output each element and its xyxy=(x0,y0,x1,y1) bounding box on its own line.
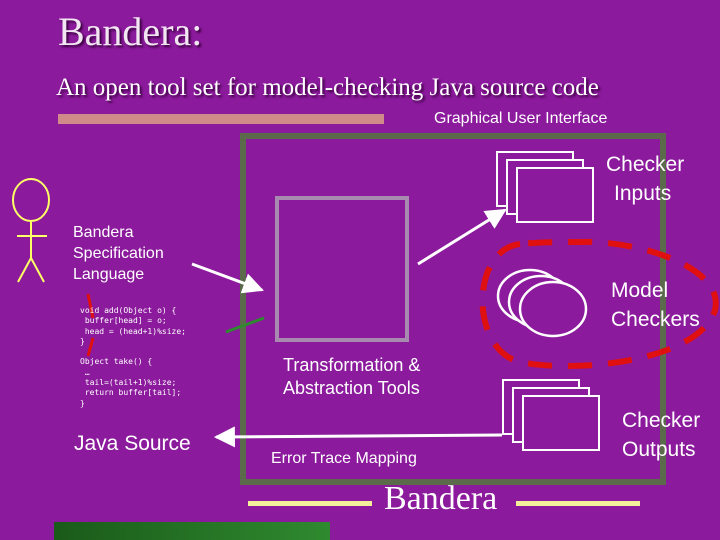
transformation-tools-label: Transformation & Abstraction Tools xyxy=(283,354,420,400)
model-checkers-label: Model Checkers xyxy=(611,276,700,334)
outputs-to-java-arrow xyxy=(213,426,503,448)
code-to-tools-arrow xyxy=(225,316,265,334)
bandera-label: Bandera xyxy=(384,480,498,517)
error-trace-label: Error Trace Mapping xyxy=(271,450,417,467)
code-line: return buffer[tail]; xyxy=(80,388,182,398)
center-box xyxy=(275,196,409,342)
spec-line: Specification xyxy=(73,245,164,262)
code-line: Object take() { xyxy=(80,357,153,367)
spec-to-tools-arrow xyxy=(191,262,264,294)
transformation-line: Transformation & xyxy=(283,355,421,375)
code-line: buffer[head] = o; xyxy=(80,316,167,326)
code-line xyxy=(80,347,186,357)
spec-line: Language xyxy=(73,266,145,283)
bandera-rule-right xyxy=(516,501,640,506)
spec-line: Bandera xyxy=(73,224,134,241)
code-line: } xyxy=(80,336,85,346)
gui-label: Graphical User Interface xyxy=(434,110,608,127)
slide-subtitle: An open tool set for model-checking Java… xyxy=(56,74,599,101)
checker-outputs-line: Checker xyxy=(622,409,701,432)
bandera-rule-left xyxy=(248,501,372,506)
title-rule xyxy=(58,114,384,124)
model-checkers-line: Model xyxy=(611,279,669,302)
checker-inputs-line: Inputs xyxy=(614,182,672,205)
code-line: } xyxy=(80,398,85,408)
slide-title: Bandera: xyxy=(58,9,203,54)
checker-inputs-line: Checker xyxy=(606,153,685,176)
code-line: void add(Object o) { xyxy=(80,306,177,315)
user-figure xyxy=(12,178,50,283)
model-checkers-outline xyxy=(479,238,719,369)
spec-language-label: Bandera Specification Language xyxy=(73,222,164,285)
checker-outputs-label: Checker Outputs xyxy=(622,406,700,464)
model-checkers-stack xyxy=(496,268,588,338)
model-checkers-line: Checkers xyxy=(611,308,700,331)
transformation-line: Abstraction Tools xyxy=(283,378,420,398)
checker-inputs-stack xyxy=(496,151,594,223)
tools-to-inputs-arrow xyxy=(417,208,507,266)
java-code-block: void add(Object o) { buffer[head] = o; h… xyxy=(80,306,186,409)
java-source-label: Java Source xyxy=(74,432,191,455)
code-line: head = (head+1)%size; xyxy=(80,326,186,336)
checker-outputs-stack xyxy=(502,379,600,451)
checker-inputs-label: Checker Inputs xyxy=(606,150,684,208)
code-line: … xyxy=(80,367,90,377)
gui-box xyxy=(240,133,666,485)
checker-outputs-line: Outputs xyxy=(622,438,696,461)
code-line: tail=(tail+1)%size; xyxy=(80,378,177,388)
bottom-bar xyxy=(54,522,330,540)
